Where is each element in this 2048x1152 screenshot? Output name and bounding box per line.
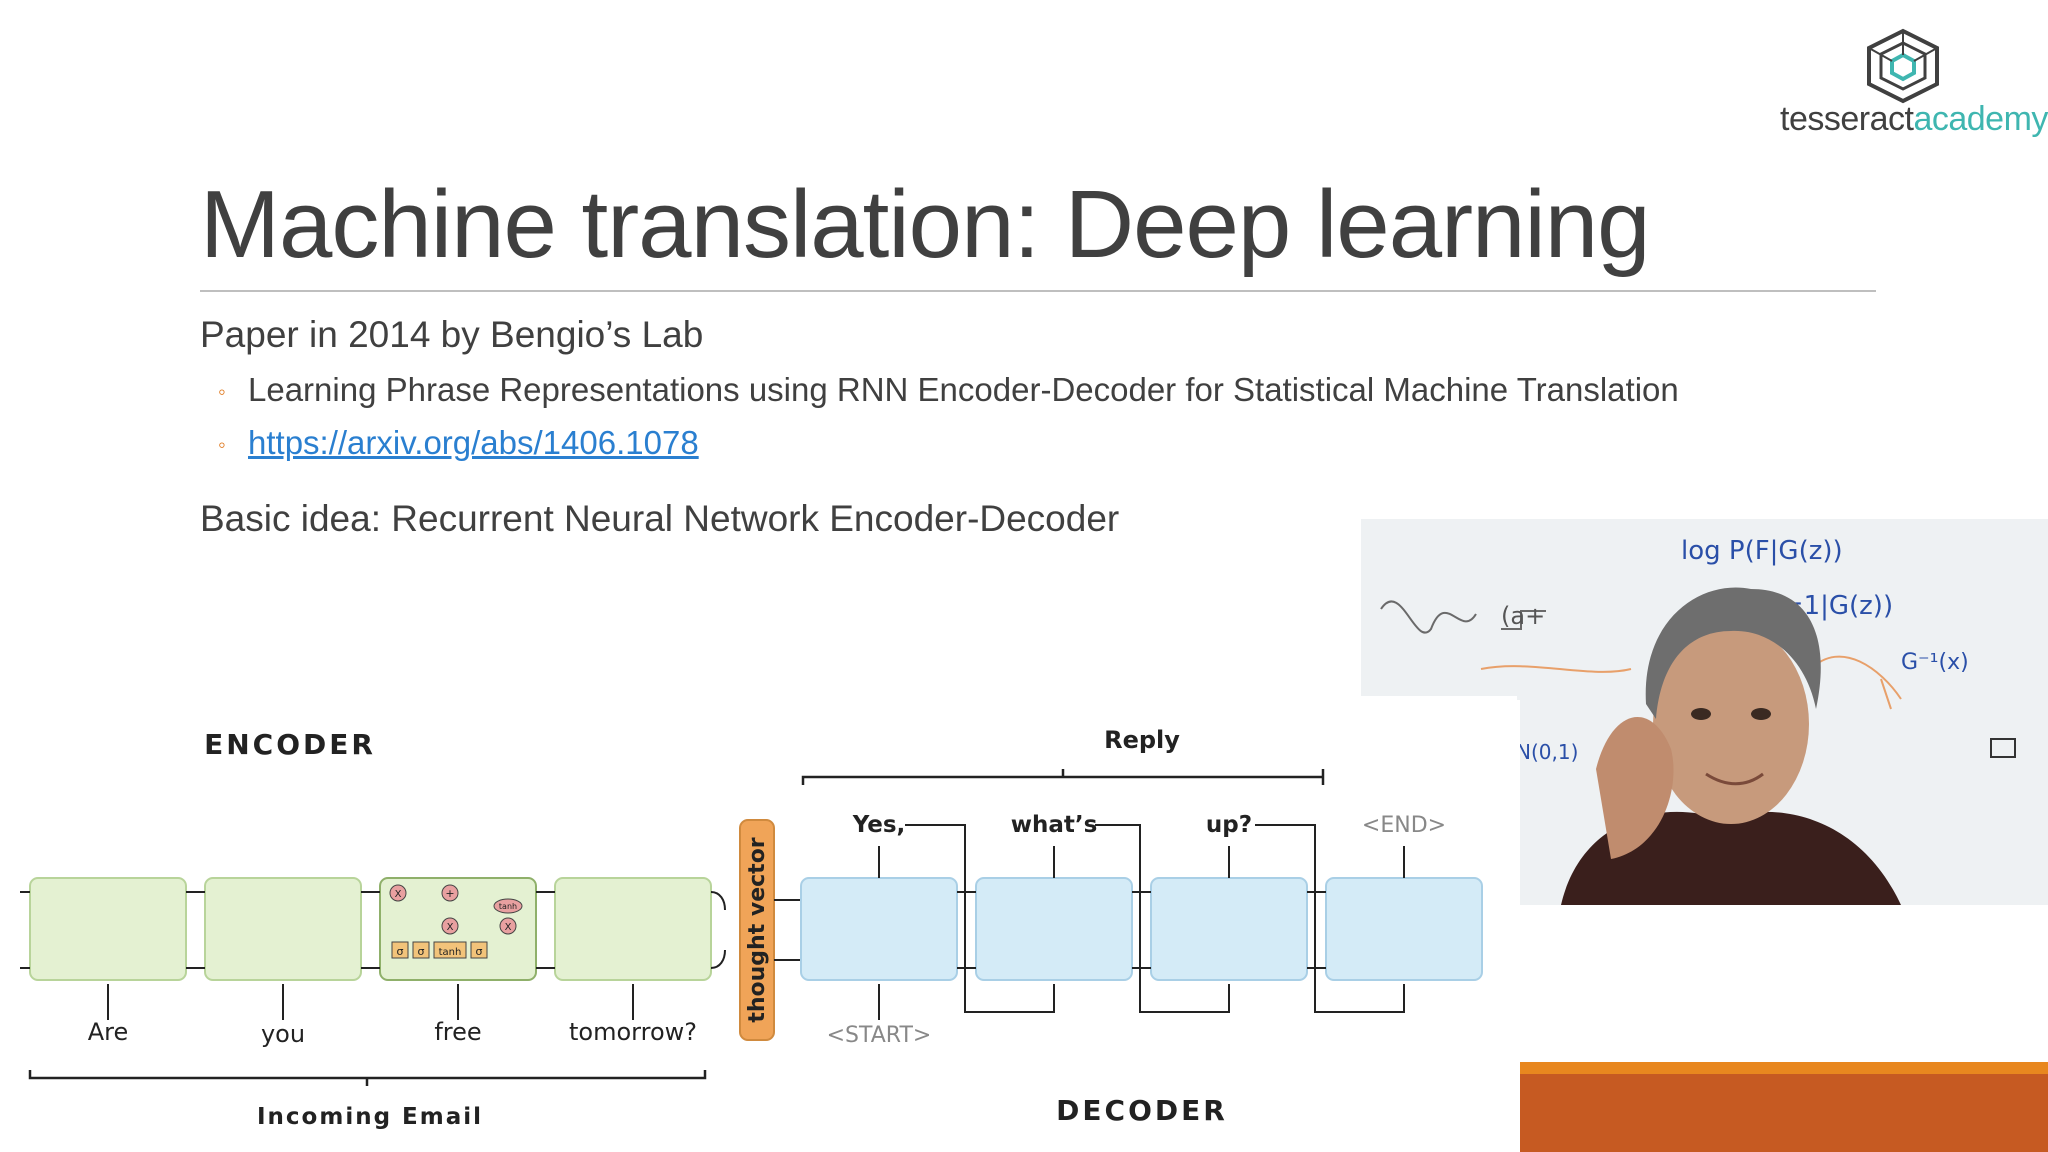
paper-info-text: Paper in 2014 by Bengio’s Lab: [200, 314, 704, 355]
thought-vector: [739, 819, 775, 1041]
decoder-output-word: up?: [1206, 812, 1252, 838]
accent-bar: [1517, 1074, 2048, 1152]
svg-text:X: X: [505, 922, 512, 933]
encoder-cell-highlighted: σ σ tanh σ X + X X tanh: [379, 877, 537, 981]
decoder-label: DECODER: [1056, 1094, 1228, 1127]
encoder-cell: [554, 877, 712, 981]
svg-text:σ: σ: [418, 945, 425, 958]
basic-idea-text: Basic idea: Recurrent Neural Network Enc…: [200, 498, 1120, 539]
svg-text:G⁻¹(x): G⁻¹(x): [1901, 650, 1969, 675]
encoder-cell: [29, 877, 187, 981]
paper-title-text: Learning Phrase Representations using RN…: [248, 371, 1679, 408]
encoder-input-word: Are: [88, 1018, 129, 1046]
svg-text:tanh: tanh: [499, 902, 517, 911]
tesseract-cube-icon: [1867, 28, 1939, 104]
svg-text:σ: σ: [397, 945, 404, 958]
decoder-output-word: what’s: [1011, 812, 1098, 838]
reply-label: Reply: [1104, 726, 1180, 754]
bullet-icon: ◦: [218, 379, 226, 404]
svg-text:σ: σ: [476, 945, 483, 958]
decoder-cell: [800, 877, 958, 981]
logo-text: tesseractacademy: [1780, 100, 2048, 138]
slide-title: Machine translation: Deep learning: [200, 171, 1651, 278]
svg-text:X: X: [395, 889, 402, 900]
encoder-cell: [204, 877, 362, 981]
thought-vector-label: thought vector: [745, 837, 770, 1022]
svg-text:tanh: tanh: [439, 947, 462, 958]
svg-text:log P(F|G(z)): log P(F|G(z)): [1681, 536, 1843, 566]
decoder-output-word: Yes,: [852, 812, 906, 838]
svg-text:(a+: (a+: [1501, 602, 1545, 630]
svg-text:N(0,1): N(0,1): [1516, 740, 1578, 764]
svg-text:+: +: [445, 887, 454, 900]
tesseract-academy-logo: tesseractacademy: [1780, 28, 2048, 143]
incoming-email-label: Incoming Email: [257, 1104, 483, 1130]
decoder-end-token: <END>: [1362, 813, 1446, 838]
decoder-cell: [975, 877, 1133, 981]
encoder-input-word: free: [434, 1018, 481, 1046]
encoder-label: ENCODER: [204, 728, 376, 761]
bullet-icon: ◦: [218, 432, 226, 457]
encoder-input-word: you: [261, 1020, 305, 1048]
encoder-input-word: tomorrow?: [569, 1018, 697, 1046]
decoder-cell: [1325, 877, 1483, 981]
encoder-decoder-diagram: ENCODER Reply σ σ tanh σ X + X X tanh th…: [20, 700, 1520, 1152]
svg-text:X: X: [447, 922, 454, 933]
arxiv-link[interactable]: https://arxiv.org/abs/1406.1078: [248, 424, 699, 461]
decoder-cell: [1150, 877, 1308, 981]
accent-bar-thin: [1517, 1062, 2048, 1074]
title-divider: [200, 290, 1876, 292]
decoder-start-token: <START>: [827, 1023, 932, 1048]
